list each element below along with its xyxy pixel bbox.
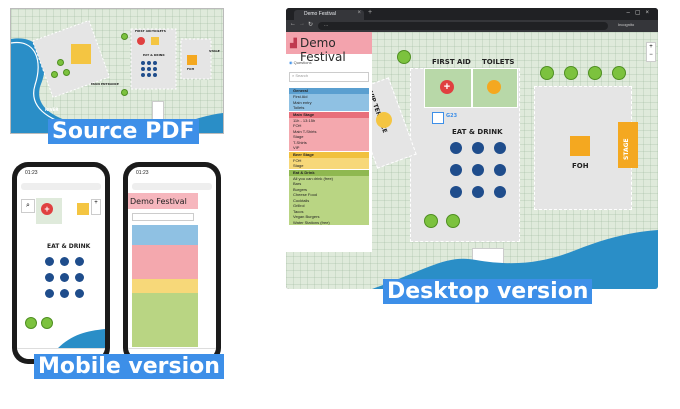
legend-item[interactable]: Main T-Shirts	[289, 128, 369, 134]
source-toilets-label: TOILETS	[152, 29, 166, 33]
vip-zone	[71, 44, 91, 64]
phone-address-bar[interactable]	[21, 183, 101, 190]
legend-item[interactable]: Cheese Food	[289, 192, 369, 198]
source-stage-label: STAGE	[209, 49, 220, 53]
first-aid-label: FIRST AID	[432, 58, 471, 66]
legend-item[interactable]: T-Shirts	[289, 139, 369, 145]
source-river-label: RIVER	[45, 107, 59, 112]
toilets-label: TOILETS	[482, 58, 515, 66]
address-bar[interactable]: ...	[318, 22, 608, 30]
phone-address-bar[interactable]	[132, 183, 212, 190]
legend-item[interactable]: Stage	[289, 163, 369, 169]
phone-status-bar: 01:23	[128, 167, 216, 183]
phone-legend	[132, 225, 198, 347]
phone-search-input[interactable]	[132, 213, 194, 221]
legend-item[interactable]: Grillrol	[289, 203, 369, 209]
window-controls[interactable]: –▢×	[626, 10, 654, 16]
phone-toolbar[interactable]	[17, 348, 105, 359]
legend-item[interactable]: Water Stations (free)	[289, 219, 369, 225]
zoom-out-button[interactable]: −	[649, 52, 653, 58]
legend-item[interactable]: Cocktails	[289, 197, 369, 203]
phone-toolbar[interactable]	[128, 348, 216, 359]
toilets-icon	[151, 37, 159, 45]
new-tab-icon[interactable]: +	[368, 9, 373, 16]
browser-tab[interactable]: Demo Festival ×	[294, 10, 364, 20]
legend-item[interactable]: Toilets	[289, 105, 369, 111]
first-aid-icon[interactable]: +	[41, 203, 53, 215]
back-icon[interactable]: ←	[290, 21, 296, 27]
legend-section-title[interactable]: Eat & Drink	[289, 169, 369, 176]
source-first-aid-label: FIRST AID	[135, 29, 152, 33]
toilets-icon[interactable]	[487, 80, 501, 94]
reload-icon[interactable]: ↻	[308, 22, 314, 28]
zoom-controls[interactable]: + −	[646, 42, 656, 62]
forward-icon[interactable]: →	[299, 21, 305, 27]
foh-icon	[187, 55, 197, 65]
legend-section-title[interactable]: Beer Stage	[289, 151, 369, 158]
close-tab-icon[interactable]: ×	[357, 10, 361, 16]
locate-row[interactable]: ◉ Questions	[289, 60, 312, 65]
search-icon: ⌕	[292, 73, 295, 78]
incognito-icon[interactable]: Incognito	[618, 22, 635, 27]
map-marker[interactable]	[432, 112, 444, 124]
foh-label: FOH	[572, 162, 589, 170]
search-icon[interactable]: ⌕	[21, 199, 35, 213]
source-foh-label: FOH	[187, 67, 195, 71]
phone-left: 01:23 ⌕ + + EAT & DRINK	[12, 162, 110, 364]
app-header: ▟ Demo Festival	[286, 32, 372, 64]
river-shape	[11, 19, 223, 133]
locate-icon: ◉	[289, 60, 293, 65]
source-bar-label: MAIN ENTRANCE	[91, 82, 119, 86]
toolbar: ← → ↻ ... Incognito	[286, 20, 658, 32]
phone-eat-drink-label: EAT & DRINK	[47, 243, 91, 250]
legend-item[interactable]: Vegan Burgers	[289, 214, 369, 220]
logo-icon: ▟	[290, 38, 297, 48]
eat-drink-label: EAT & DRINK	[452, 128, 503, 136]
source-eat-drink-label: EAT & DRINK	[143, 53, 165, 57]
desktop-browser: Demo Festival × + –▢× ← → ↻ ... Incognit…	[286, 8, 658, 289]
foh-icon[interactable]	[570, 136, 590, 156]
legend-section-title[interactable]: General	[289, 88, 369, 94]
sidebar: ▟ Demo Festival ◉ Questions ⌕ Search Gen…	[286, 32, 372, 252]
river-shape	[372, 230, 658, 289]
phone-status-bar: 01:23	[17, 167, 105, 183]
legend-item[interactable]: Tacos	[289, 208, 369, 214]
stage[interactable]: STAGE	[618, 122, 638, 168]
legend-item[interactable]: Bars	[289, 181, 369, 187]
phone-app-header: Demo Festival	[128, 193, 198, 209]
caption-desktop: Desktop version	[383, 279, 593, 305]
tab-bar: Demo Festival × + –▢×	[286, 8, 658, 20]
phone-right: 01:23 Demo Festival	[123, 162, 221, 364]
zoom-in-button[interactable]: +	[649, 44, 653, 50]
legend-item[interactable]: FOH	[289, 123, 369, 129]
legend-section-title[interactable]: Main Stage	[289, 111, 369, 118]
first-aid-icon[interactable]: +	[440, 80, 454, 94]
legend-item[interactable]: Stage	[289, 134, 369, 140]
source-pdf-preview: FIRST AID TOILETS EAT & DRINK FOH STAGE …	[10, 8, 224, 134]
legend-item[interactable]: Burgers	[289, 186, 369, 192]
caption-mobile: Mobile version	[34, 354, 224, 380]
legend-item[interactable]: Main entry	[289, 99, 369, 105]
app-title: Demo Festival	[300, 36, 346, 64]
toilets-icon[interactable]	[77, 203, 89, 215]
legend-item[interactable]: FOH	[289, 157, 369, 163]
first-aid-icon	[137, 37, 145, 45]
phone-app-title: Demo Festival	[130, 197, 187, 206]
legend-item[interactable]: 11h - 13:15h	[289, 117, 369, 123]
legend-item[interactable]: First Aid	[289, 94, 369, 100]
caption-source-pdf: Source PDF	[48, 119, 199, 145]
search-input[interactable]: ⌕ Search	[289, 72, 369, 82]
map-viewport[interactable]: VIP TERRACE FIRST AID TOILETS + EAT & DR…	[286, 32, 658, 289]
legend-item[interactable]: VIP	[289, 145, 369, 151]
legend-item[interactable]: All you can drink (free)	[289, 175, 369, 181]
zoom-controls[interactable]: +	[91, 199, 101, 215]
tab-title: Demo Festival	[304, 11, 336, 17]
